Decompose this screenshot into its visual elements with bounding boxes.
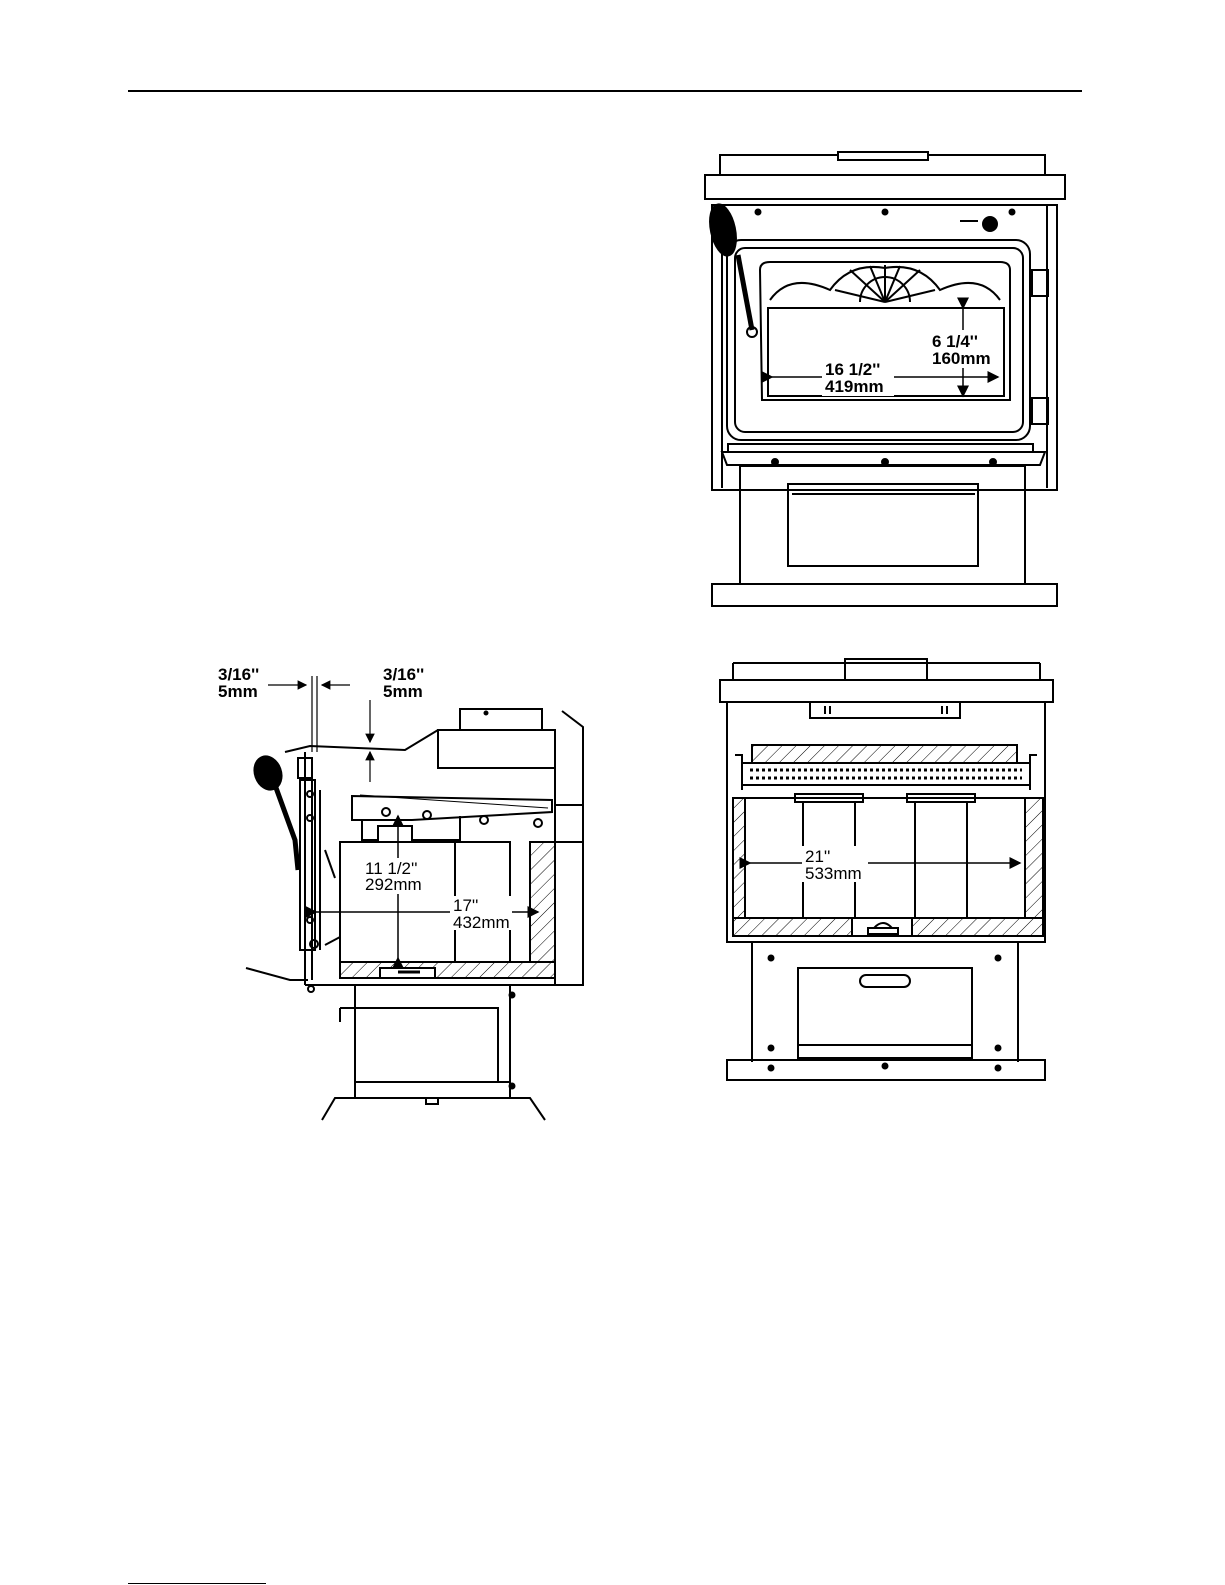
section-view-drawing — [720, 659, 1053, 1080]
gap-top-mm: 5mm — [383, 682, 423, 701]
side-view-drawing — [246, 676, 583, 1120]
front-width-mm: 419mm — [825, 377, 884, 396]
gap-left-mm: 5mm — [218, 682, 258, 701]
section-width-mm: 533mm — [805, 864, 862, 883]
side-height-mm: 292mm — [365, 875, 422, 894]
front-height-mm: 160mm — [932, 349, 991, 368]
side-depth-mm: 432mm — [453, 913, 510, 932]
